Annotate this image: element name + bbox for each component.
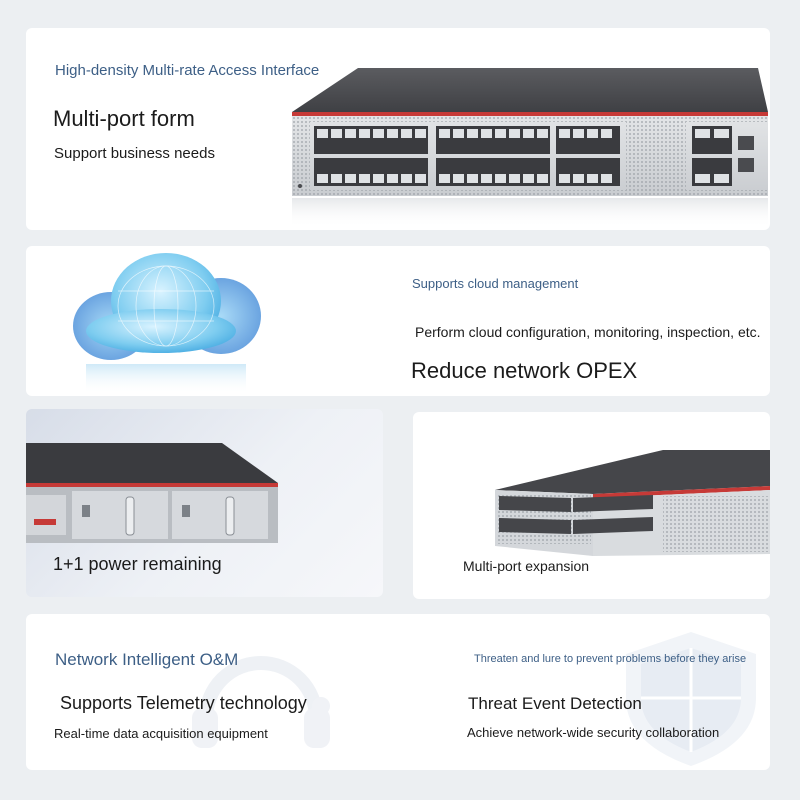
feature-label: Supports cloud management [412, 276, 579, 291]
feature-card-interface: High-density Multi-rate Access Interface… [26, 28, 770, 230]
feature-label: Network Intelligent O&M [55, 650, 239, 669]
feature-subtitle: Perform cloud configuration, monitoring,… [415, 324, 761, 340]
shield-icon [626, 632, 756, 766]
feature-subtitle: Real-time data acquisition equipment [54, 726, 268, 741]
feature-card-power: 1+1 power remaining [26, 409, 383, 597]
feature-title: Supports Telemetry technology [60, 693, 307, 713]
feature-label: High-density Multi-rate Access Interface [55, 62, 320, 79]
feature-title: Threat Event Detection [468, 694, 642, 713]
feature-subtitle: Support business needs [54, 145, 215, 162]
feature-title: 1+1 power remaining [53, 554, 222, 574]
switch-angle-image [495, 450, 770, 556]
power-supply-image [26, 443, 278, 543]
feature-card-om: Network Intelligent O&M Supports Telemet… [26, 614, 770, 770]
feature-title: Reduce network OPEX [411, 358, 638, 383]
feature-title: Multi-port expansion [463, 558, 590, 574]
cloud-icon [73, 253, 261, 394]
headset-icon [192, 656, 330, 748]
feature-label: Threaten and lure to prevent problems be… [474, 653, 747, 665]
feature-subtitle: Achieve network-wide security collaborat… [467, 725, 720, 740]
feature-title: Multi-port form [53, 106, 195, 131]
feature-card-cloud: Supports cloud management Perform cloud … [26, 246, 770, 396]
switch-front-image [292, 68, 768, 228]
feature-card-expansion: Multi-port expansion [413, 412, 770, 599]
